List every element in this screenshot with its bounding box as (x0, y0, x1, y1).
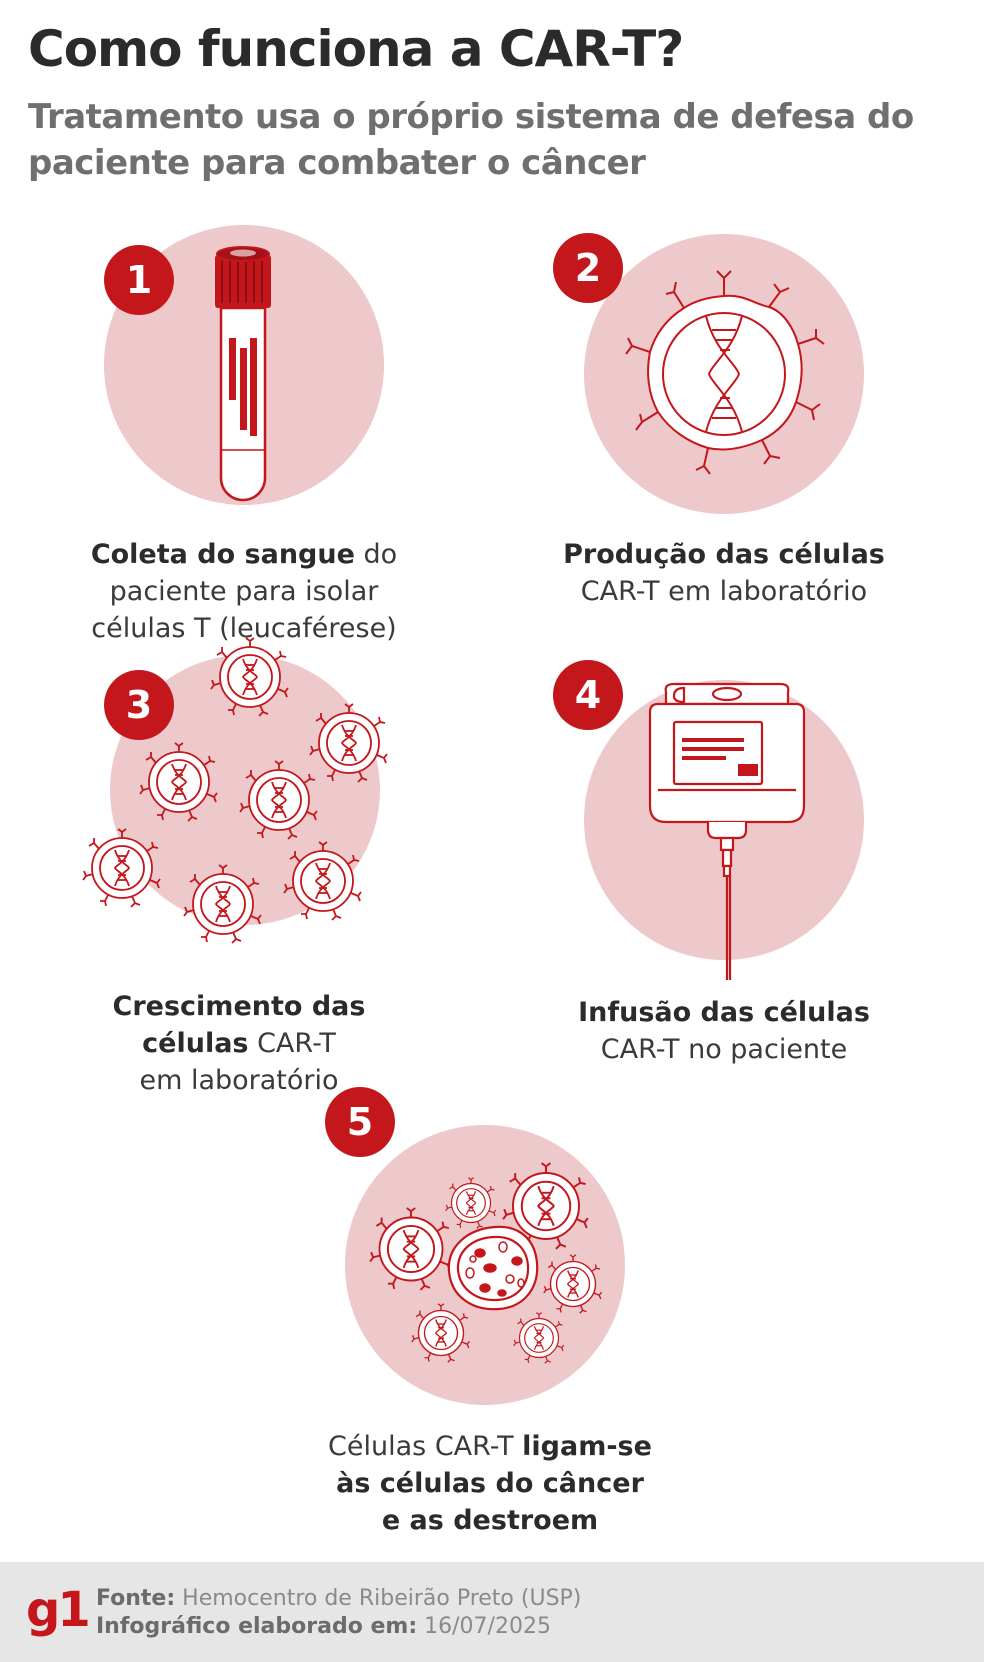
step-number-badge: 1 (104, 245, 174, 315)
cells-attacking-cancer-icon (345, 1125, 625, 1405)
car-t-cell-icon (584, 234, 864, 514)
footer-date: Infográfico elaborado em: 16/07/2025 (96, 1614, 551, 1639)
page-subtitle: Tratamento usa o próprio sistema de defe… (28, 97, 914, 183)
step-caption: Coleta do sangue do paciente para isolar… (90, 539, 398, 644)
step-caption: Produção das células CAR-T em laboratóri… (563, 539, 885, 607)
step-number-badge: 2 (553, 233, 623, 303)
page-title: Como funciona a CAR-T? (28, 20, 684, 78)
step-number-badge: 4 (553, 660, 623, 730)
step-number-badge: 5 (325, 1087, 395, 1157)
g1-logo[interactable]: g1 (26, 1582, 91, 1638)
footer: g1 Fonte: Hemocentro de Ribeirão Preto (… (0, 1562, 984, 1662)
footer-source: Fonte: Hemocentro de Ribeirão Preto (USP… (96, 1586, 582, 1611)
multiplying-cells-icon (82, 637, 388, 944)
blood-tube-icon (104, 225, 384, 505)
step-number-badge: 3 (104, 670, 174, 740)
step-caption: Células CAR-T ligam-se às células do cân… (328, 1431, 652, 1536)
iv-bag-icon (584, 680, 864, 980)
step-caption: Crescimento das células CAR-T em laborat… (112, 991, 366, 1096)
step-caption: Infusão das células CAR-T no paciente (578, 997, 870, 1065)
